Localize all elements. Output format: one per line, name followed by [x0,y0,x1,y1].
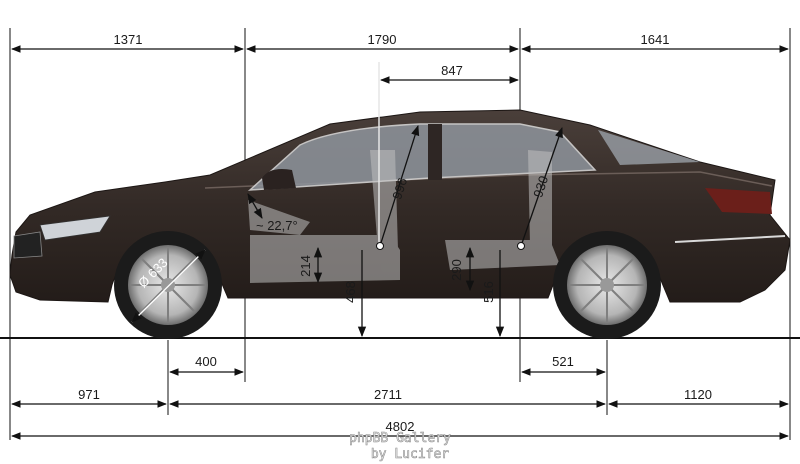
top-dimension-lines [11,45,789,248]
dim-1790: 1790 [368,32,397,47]
rear-window [598,130,700,165]
dim-468: 468 [343,281,358,303]
watermark-line1: phpBB Gallery [349,431,451,446]
dim-214: 214 [298,255,313,277]
dim-971: 971 [78,387,100,402]
rear-wheel [553,231,661,339]
interior-dimension-lines [131,125,563,338]
dim-1641: 1641 [641,32,670,47]
side-chrome [674,235,786,243]
dim-2711: 2711 [374,387,402,402]
dim-847: 847 [441,63,463,78]
rear-hpoint [517,242,525,250]
headlight [39,215,111,241]
dim-930: 930 [530,174,551,199]
dim-290: 290 [449,259,464,281]
front-hpoint [376,242,384,250]
car-illustration [9,109,791,339]
side-mirror [262,169,296,190]
side-window [247,123,597,191]
dim-400: 400 [195,354,217,369]
tail-light [705,188,772,214]
dim-521: 521 [552,354,574,369]
front-wheel [114,231,222,339]
dim-1371: 1371 [114,32,143,47]
dim-4802: 4802 [386,419,415,434]
front-grille [13,231,43,259]
bottom-dimension-lines [11,368,789,440]
dim-angle: ~ 22,7° [256,218,298,233]
watermark-line2: by Lucifer [371,447,449,462]
dim-1120: 1120 [684,387,712,402]
b-pillar [428,124,442,180]
dim-516: 516 [481,281,496,303]
dim-996: 996 [389,176,410,201]
